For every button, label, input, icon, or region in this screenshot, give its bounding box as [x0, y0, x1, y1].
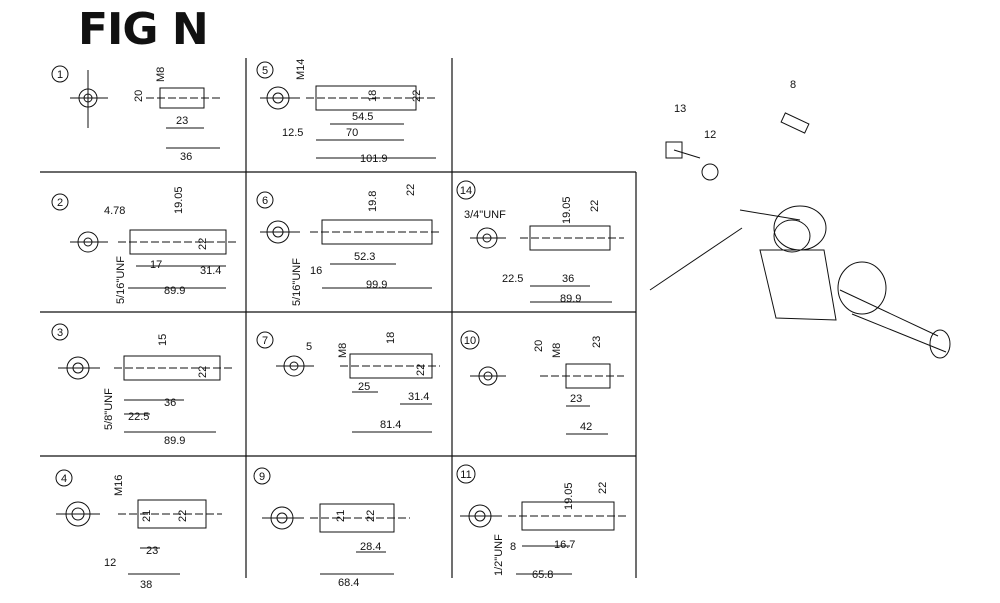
dim: 5/16"UNF [291, 258, 303, 306]
dim: 16 [310, 265, 322, 277]
panel-id: 9 [259, 471, 265, 483]
dim: 23 [591, 336, 603, 348]
panel-4: 4 M16 21 22 23 12 38 [55, 469, 189, 591]
dim: 68.4 [338, 577, 359, 589]
panel-id: 14 [460, 185, 472, 197]
part-number: 8 [790, 79, 796, 91]
dim: 8 [510, 541, 516, 553]
dim: 28.4 [360, 541, 381, 553]
dim: 23 [570, 393, 582, 405]
panel-id: 3 [57, 327, 63, 339]
dim: 22 [589, 200, 601, 212]
panel-id: 11 [460, 469, 471, 481]
dim: 23 [146, 545, 158, 557]
dim: 22 [597, 482, 609, 494]
dim: 36 [180, 151, 192, 163]
dim: 19.05 [563, 482, 575, 510]
dim: 23 [176, 115, 188, 127]
panel-labels: 1 M8 20 23 36 5 M14 18 22 54.5 12.5 70 1… [51, 59, 796, 591]
panel-id: 6 [262, 195, 268, 207]
dim: 70 [346, 127, 358, 139]
panel-5: 5 M14 18 22 54.5 12.5 70 101.9 [256, 59, 423, 165]
part-number: 13 [674, 103, 686, 115]
dim: 19.05 [561, 196, 573, 224]
dim: 22 [197, 366, 209, 378]
dim: 22.5 [128, 411, 149, 423]
dim: M8 [551, 343, 563, 358]
panel-7: 7 5 M8 18 22 25 31.4 81.4 [256, 331, 429, 431]
dim: M8 [155, 67, 167, 82]
figure-title: FIG N [78, 4, 209, 55]
dim: 89.9 [164, 435, 185, 447]
dim: 18 [367, 90, 379, 102]
dim: 12 [104, 557, 116, 569]
part-number: 12 [704, 129, 716, 141]
dim: 31.4 [200, 265, 221, 277]
dim: 22.5 [502, 273, 523, 285]
dim: 15 [157, 334, 169, 346]
shaft-drawings [56, 70, 951, 575]
dim: M16 [113, 475, 125, 496]
dim: 19.05 [173, 186, 185, 214]
dim: 22 [415, 364, 427, 376]
table-grid [40, 58, 637, 578]
dim: 20 [133, 90, 145, 102]
dim: 22 [405, 184, 417, 196]
dim: 25 [358, 381, 370, 393]
panel-9: 9 21 22 28.4 68.4 [253, 467, 381, 589]
panel-id: 4 [61, 473, 67, 485]
dim: 19.8 [367, 191, 379, 212]
dim: 31.4 [408, 391, 429, 403]
dim: 99.9 [366, 279, 387, 291]
panel-id: 1 [57, 69, 63, 81]
panel-11: 11 19.05 22 1/2"UNF 8 16.7 65.8 [456, 464, 609, 581]
dim: 65.8 [532, 569, 553, 581]
dim: 20 [533, 340, 545, 352]
dim: 36 [164, 397, 176, 409]
dim: 5 [306, 341, 312, 353]
dim: 16.7 [554, 539, 575, 551]
dim: 42 [580, 421, 592, 433]
dim: M8 [337, 343, 349, 358]
dim: 21 [335, 510, 347, 522]
dim: 22 [411, 90, 423, 102]
dim: 54.5 [352, 111, 373, 123]
panel-id: 5 [262, 65, 268, 77]
panel-id: 2 [57, 197, 63, 209]
dim: 89.9 [164, 285, 185, 297]
dim: 36 [562, 273, 574, 285]
dim: 22 [365, 510, 377, 522]
panel-id: 10 [464, 335, 476, 347]
panel-14: 14 3/4"UNF 19.05 22 22.5 36 89.9 [456, 180, 601, 305]
dim: 38 [140, 579, 152, 591]
dim: 101.9 [360, 153, 388, 165]
panel-10: 10 20 M8 23 23 42 [460, 330, 603, 433]
dim: M14 [295, 59, 307, 80]
dim: 4.78 [104, 205, 125, 217]
dim: 5/16"UNF [115, 256, 127, 304]
dim: 81.4 [380, 419, 401, 431]
dim: 5/8"UNF [103, 388, 115, 430]
panel-id: 7 [262, 335, 268, 347]
dim: 22 [197, 238, 209, 250]
dim: 3/4"UNF [464, 209, 506, 221]
panel-1: 1 M8 20 23 36 [51, 65, 192, 163]
dim: 22 [177, 510, 189, 522]
dim: 52.3 [354, 251, 375, 263]
dim: 12.5 [282, 127, 303, 139]
panel-3: 3 15 22 36 22.5 5/8"UNF 89.9 [51, 323, 209, 447]
panel-6: 6 19.8 22 52.3 5/16"UNF 16 99.9 [256, 184, 417, 306]
dim: 18 [385, 332, 397, 344]
dim: 17 [150, 259, 162, 271]
dim: 21 [141, 510, 153, 522]
panel-2: 2 4.78 19.05 22 17 31.4 5/16"UNF 89.9 [51, 186, 221, 304]
dim: 89.9 [560, 293, 581, 305]
dim: 1/2"UNF [493, 534, 505, 576]
